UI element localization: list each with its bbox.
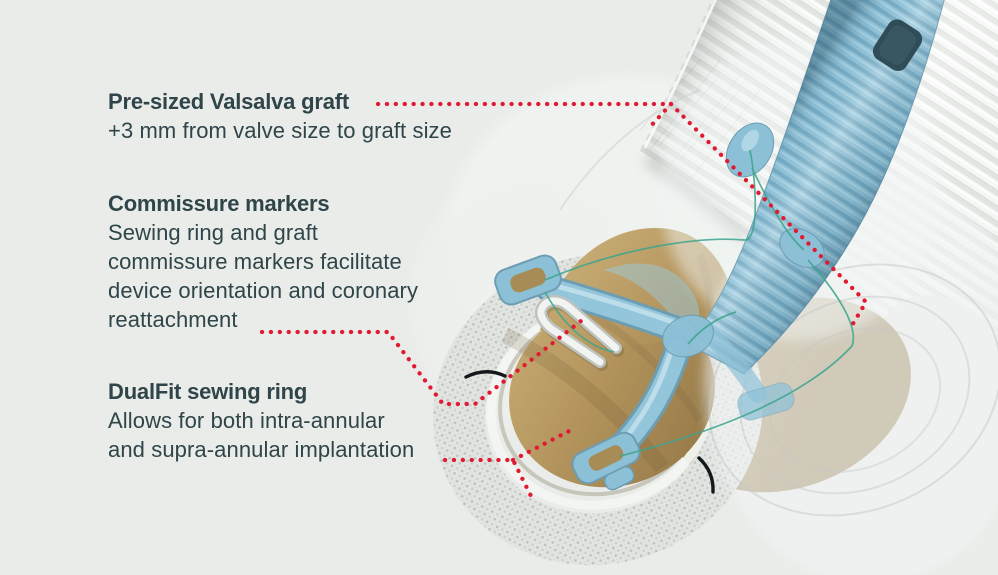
leader-lines xyxy=(259,101,869,499)
valve-holder-struts xyxy=(494,254,795,491)
annotation-title: DualFit sewing ring xyxy=(108,379,308,404)
valve-holder-shaft xyxy=(687,0,945,375)
annotation-body: Sewing ring and graft commissure markers… xyxy=(108,220,419,332)
annotation-title: Pre-sized Valsalva graft xyxy=(108,89,349,114)
leader-line-dualfit-ring xyxy=(442,426,576,499)
black-mark-left xyxy=(464,370,507,379)
annotation-commissure-markers: Commissure markers Sewing ring and graft… xyxy=(108,189,418,334)
suture-threads xyxy=(544,149,855,457)
annotation-presized-valsalva-graft: Pre-sized Valsalva graft +3 mm from valv… xyxy=(108,87,452,145)
annotation-body: +3 mm from valve size to graft size xyxy=(108,118,452,143)
commissure-clip-upper xyxy=(494,254,562,306)
annotation-dualfit-sewing-ring: DualFit sewing ring Allows for both intr… xyxy=(108,377,414,464)
annotation-title: Commissure markers xyxy=(108,191,330,216)
leader-line-presized-graft xyxy=(375,101,869,330)
annotation-body: Allows for both intra-annular and supra-… xyxy=(108,408,415,462)
holder-shaft-slot xyxy=(872,19,923,71)
black-mark-right xyxy=(697,456,715,494)
commissure-clip-lower xyxy=(571,431,641,491)
leader-line-commissure-markers xyxy=(259,314,589,407)
commissure-marker-loop xyxy=(535,294,624,371)
black-commissure-marks xyxy=(464,370,715,494)
